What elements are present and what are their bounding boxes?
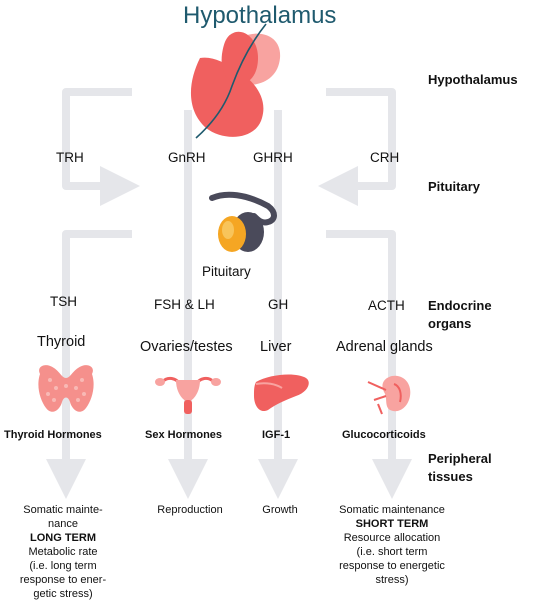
level-organs: organs xyxy=(428,316,472,331)
level-hypothalamus: Hypothalamus xyxy=(428,72,518,87)
outcome-line: getic stress) xyxy=(33,588,93,600)
liver-icon xyxy=(254,374,309,412)
hormone-gnrh: GnRH xyxy=(168,150,206,165)
product-igf-1: IGF-1 xyxy=(262,429,291,441)
outcome-line: response to ener- xyxy=(19,574,107,586)
diagram-title: Hypothalamus xyxy=(183,2,337,29)
organ-liver: Liver xyxy=(260,339,292,355)
thyroid-icon xyxy=(38,365,94,412)
outcome-line: (i.e. long term xyxy=(29,560,97,572)
outcome-line: Growth xyxy=(262,504,298,516)
organ-adrenal-glands: Adrenal glands xyxy=(336,339,433,355)
product-glucocorticoids: Glucocorticoids xyxy=(342,429,426,441)
hormone-tsh: TSH xyxy=(50,294,77,309)
outcome-growth: Growth xyxy=(240,503,320,517)
outcome-line: Reproduction xyxy=(157,504,223,516)
outcome-line: nance xyxy=(48,518,78,530)
adrenal-icon xyxy=(367,375,411,415)
level-peripheral: Peripheral xyxy=(428,451,492,466)
hormone-fsh-lh: FSH & LH xyxy=(154,297,215,312)
releasing-arrows xyxy=(62,88,396,206)
uterus-icon xyxy=(155,376,221,414)
pituitary-icon xyxy=(209,191,277,252)
outcome-line: Somatic mainte- xyxy=(23,504,103,516)
product-thyroid-hormones: Thyroid Hormones xyxy=(4,429,102,441)
outcome-thyroid: Somatic mainte- nance LONG TERM Metaboli… xyxy=(4,503,122,601)
hormone-ghrh: GHRH xyxy=(253,150,293,165)
level-pituitary: Pituitary xyxy=(428,179,481,194)
outcome-line: stress) xyxy=(375,574,409,586)
pituitary-label: Pituitary xyxy=(202,264,251,279)
outcome-adrenal: Somatic maintenance SHORT TERM Resource … xyxy=(322,503,462,587)
organ-thyroid: Thyroid xyxy=(37,334,86,350)
outcome-term: LONG TERM xyxy=(30,532,96,544)
level-endocrine: Endocrine xyxy=(428,298,492,313)
organ-ovaries-testes: Ovaries/testes xyxy=(140,339,233,355)
trh-arrow xyxy=(62,88,140,206)
hormone-gh: GH xyxy=(268,297,289,312)
hormone-acth: ACTH xyxy=(368,298,405,313)
outcome-reproduction: Reproduction xyxy=(140,503,240,517)
outcome-line: response to energetic xyxy=(339,560,445,572)
thyroid-axis-arrow xyxy=(46,230,132,499)
outcome-line: Metabolic rate xyxy=(28,546,98,558)
product-sex-hormones: Sex Hormones xyxy=(145,429,223,441)
outcome-line: (i.e. short term xyxy=(356,546,428,558)
outcome-term: SHORT TERM xyxy=(355,518,429,530)
level-tissues: tissues xyxy=(428,469,473,484)
outcome-line: Resource allocation xyxy=(343,532,441,544)
outcome-line: Somatic maintenance xyxy=(339,504,445,516)
adrenal-axis-arrow xyxy=(326,230,412,499)
long-arrows xyxy=(46,110,412,499)
hormone-trh: TRH xyxy=(56,150,84,165)
crh-arrow xyxy=(318,88,396,206)
hormone-crh: CRH xyxy=(370,150,400,165)
hypothalamus-icon xyxy=(190,23,281,139)
